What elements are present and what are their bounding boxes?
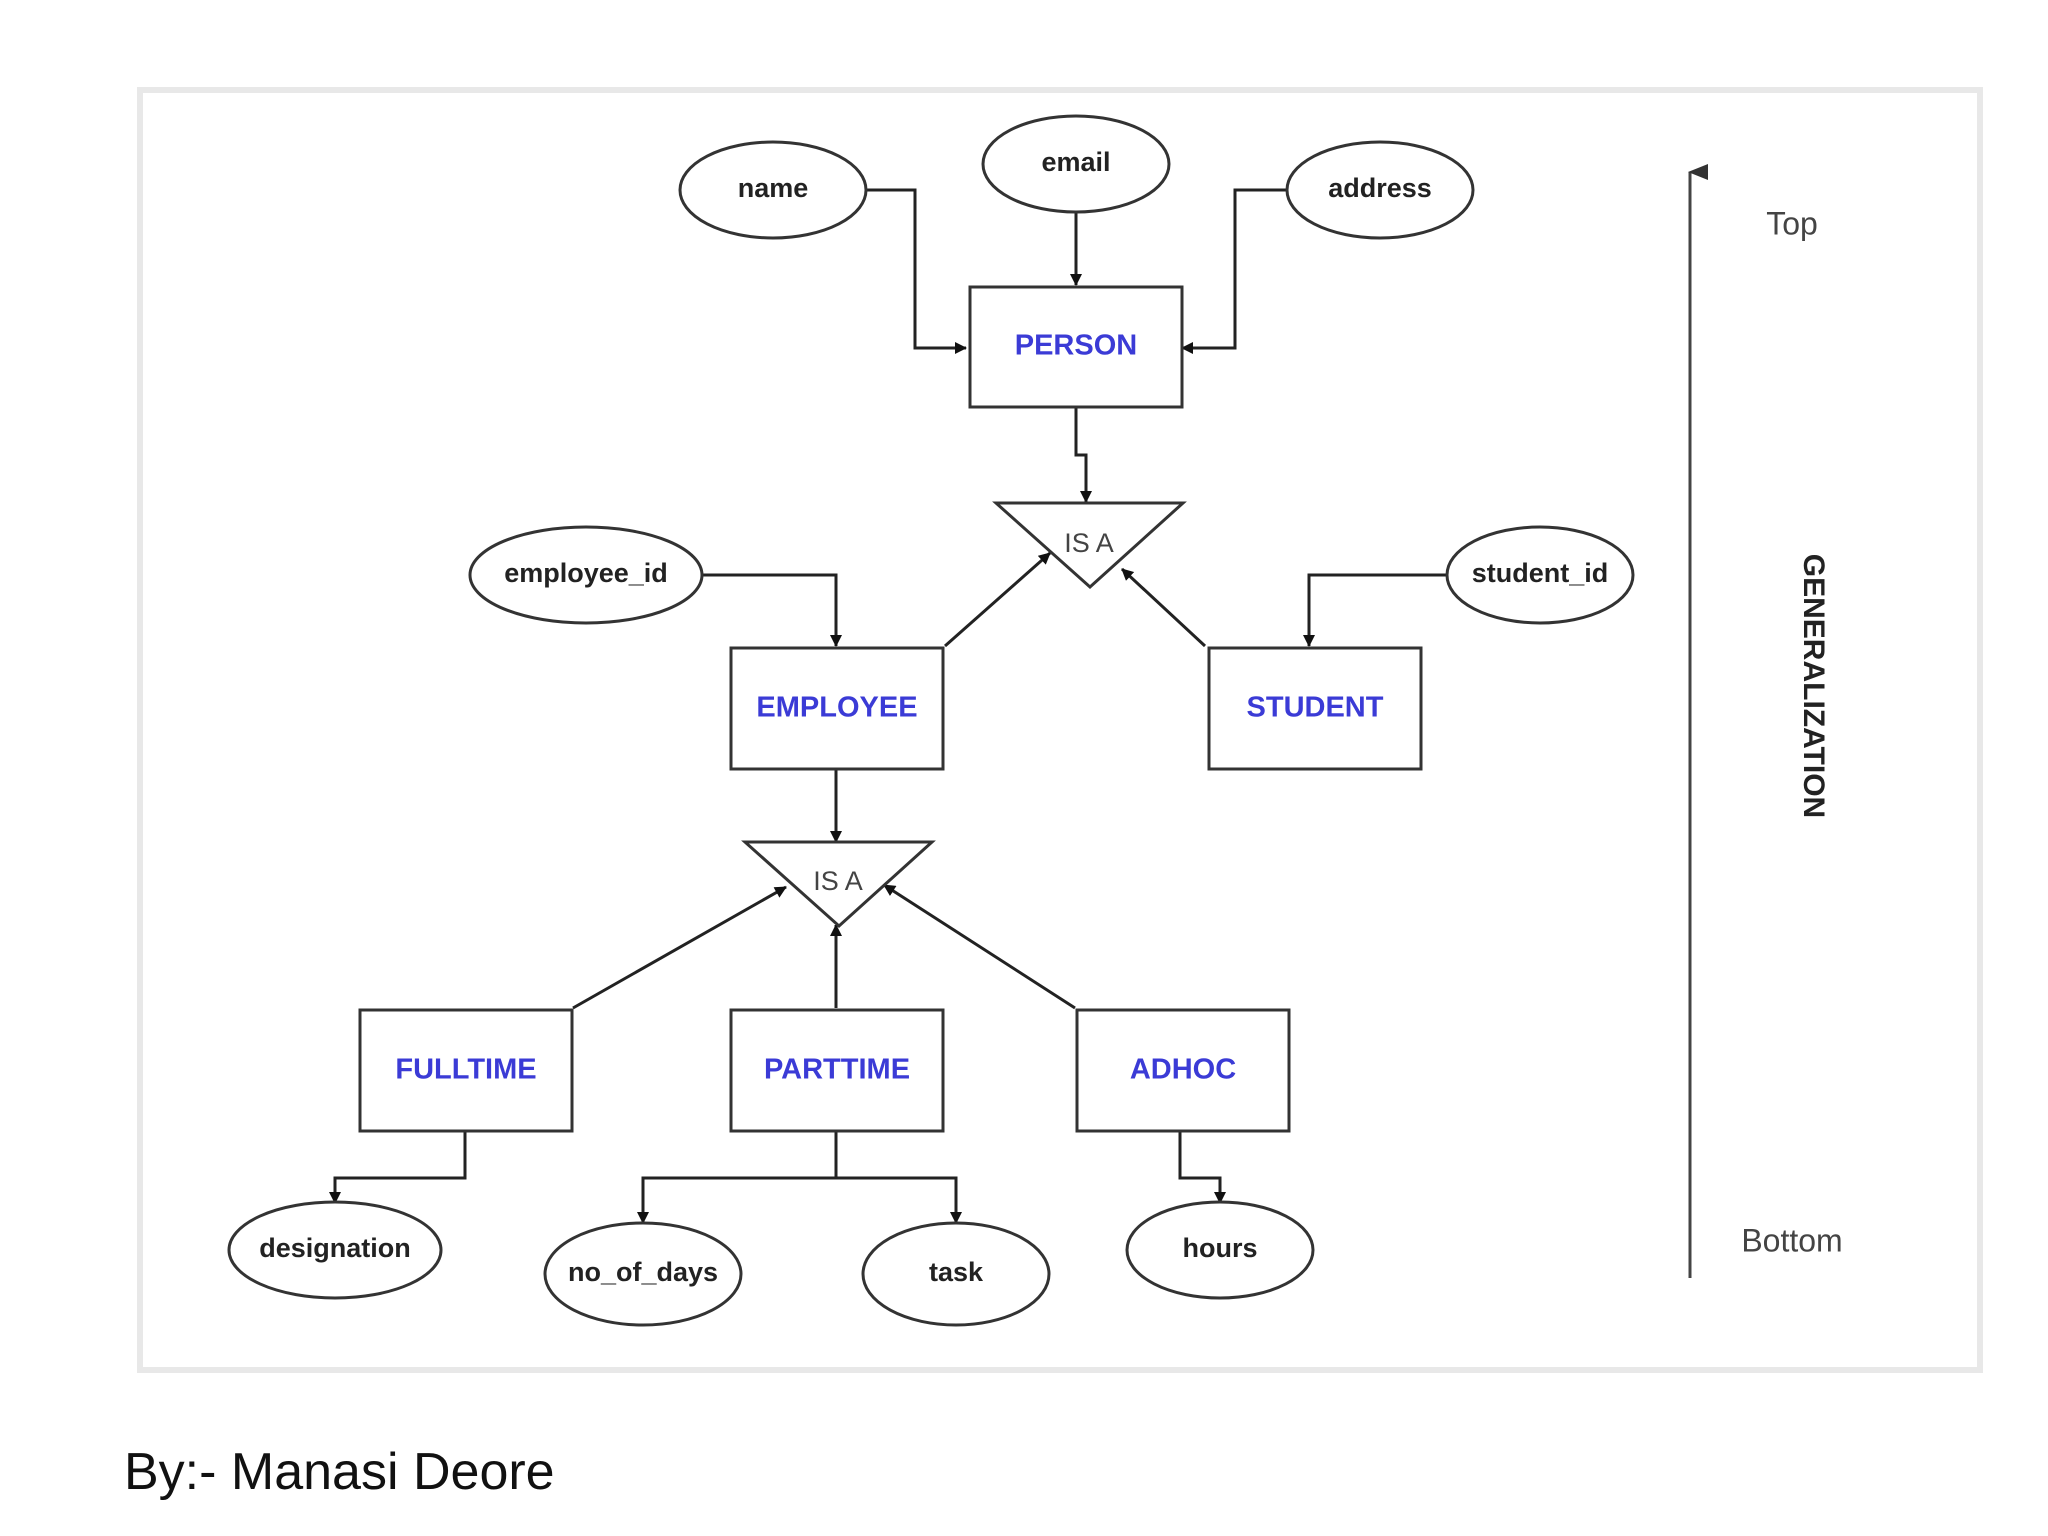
connector-employee-id: [702, 573, 842, 647]
connector-student-id: [1303, 573, 1447, 647]
connector-adhoc-hours: [1178, 1130, 1226, 1204]
attribute-designation: designation: [227, 1200, 443, 1300]
attribute-student-id: student_id: [1445, 525, 1635, 625]
connector-employee-isa: [944, 551, 1051, 648]
generalization-label: GENERALIZATION: [1797, 554, 1830, 818]
entity-adhoc-label: ADHOC: [1130, 1054, 1236, 1086]
attribute-email-label: email: [1041, 147, 1110, 177]
entity-fulltime-label: FULLTIME: [395, 1054, 536, 1086]
connector-parttime-days: [637, 1130, 838, 1224]
author-credit: By:- Manasi Deore: [124, 1443, 555, 1501]
attribute-address-label: address: [1328, 173, 1432, 203]
entity-person: PERSON: [968, 285, 1184, 409]
attribute-hours: hours: [1125, 1200, 1315, 1300]
attribute-hours-label: hours: [1182, 1233, 1257, 1263]
attribute-employee-id: employee_id: [468, 525, 704, 625]
isa-bottom: IS A: [741, 840, 936, 929]
entity-adhoc: ADHOC: [1075, 1008, 1291, 1133]
entity-fulltime: FULLTIME: [358, 1008, 574, 1133]
isa-top: IS A: [992, 501, 1187, 590]
attribute-student-id-label: student_id: [1472, 558, 1609, 588]
connector-adhoc-isa2: [883, 883, 1076, 1010]
attribute-name: name: [678, 140, 868, 240]
attribute-task-label: task: [929, 1257, 984, 1287]
axis-bottom-label: Bottom: [1741, 1222, 1842, 1258]
attribute-employee-id-label: employee_id: [504, 558, 668, 588]
connector-fulltime-isa2: [572, 885, 787, 1010]
entity-parttime-label: PARTTIME: [764, 1054, 910, 1086]
attribute-name-label: name: [738, 173, 809, 203]
entity-employee: EMPLOYEE: [729, 646, 945, 771]
attribute-designation-label: designation: [259, 1233, 411, 1263]
entity-student-label: STUDENT: [1247, 692, 1384, 724]
connector-student-isa: [1120, 567, 1207, 648]
entity-student: STUDENT: [1207, 646, 1423, 771]
entity-person-label: PERSON: [1015, 330, 1137, 362]
attribute-task: task: [861, 1221, 1051, 1327]
attribute-address: address: [1285, 140, 1475, 240]
entity-employee-label: EMPLOYEE: [756, 692, 917, 724]
entity-parttime: PARTTIME: [729, 1008, 945, 1133]
connector-address-person: [1181, 188, 1287, 354]
attribute-no-of-days-label: no_of_days: [568, 1257, 718, 1287]
attribute-email: email: [981, 114, 1171, 214]
connector-person-isa: [1074, 407, 1092, 503]
axis-top-label: Top: [1766, 205, 1818, 241]
attribute-no-of-days: no_of_days: [543, 1221, 743, 1327]
connectors: [329, 188, 1447, 1224]
connector-parttime-task: [836, 1176, 962, 1224]
isa-top-label: IS A: [1064, 528, 1114, 558]
connector-fulltime-designation: [329, 1130, 467, 1204]
isa-bottom-label: IS A: [813, 866, 863, 896]
connector-name-person: [866, 188, 967, 354]
